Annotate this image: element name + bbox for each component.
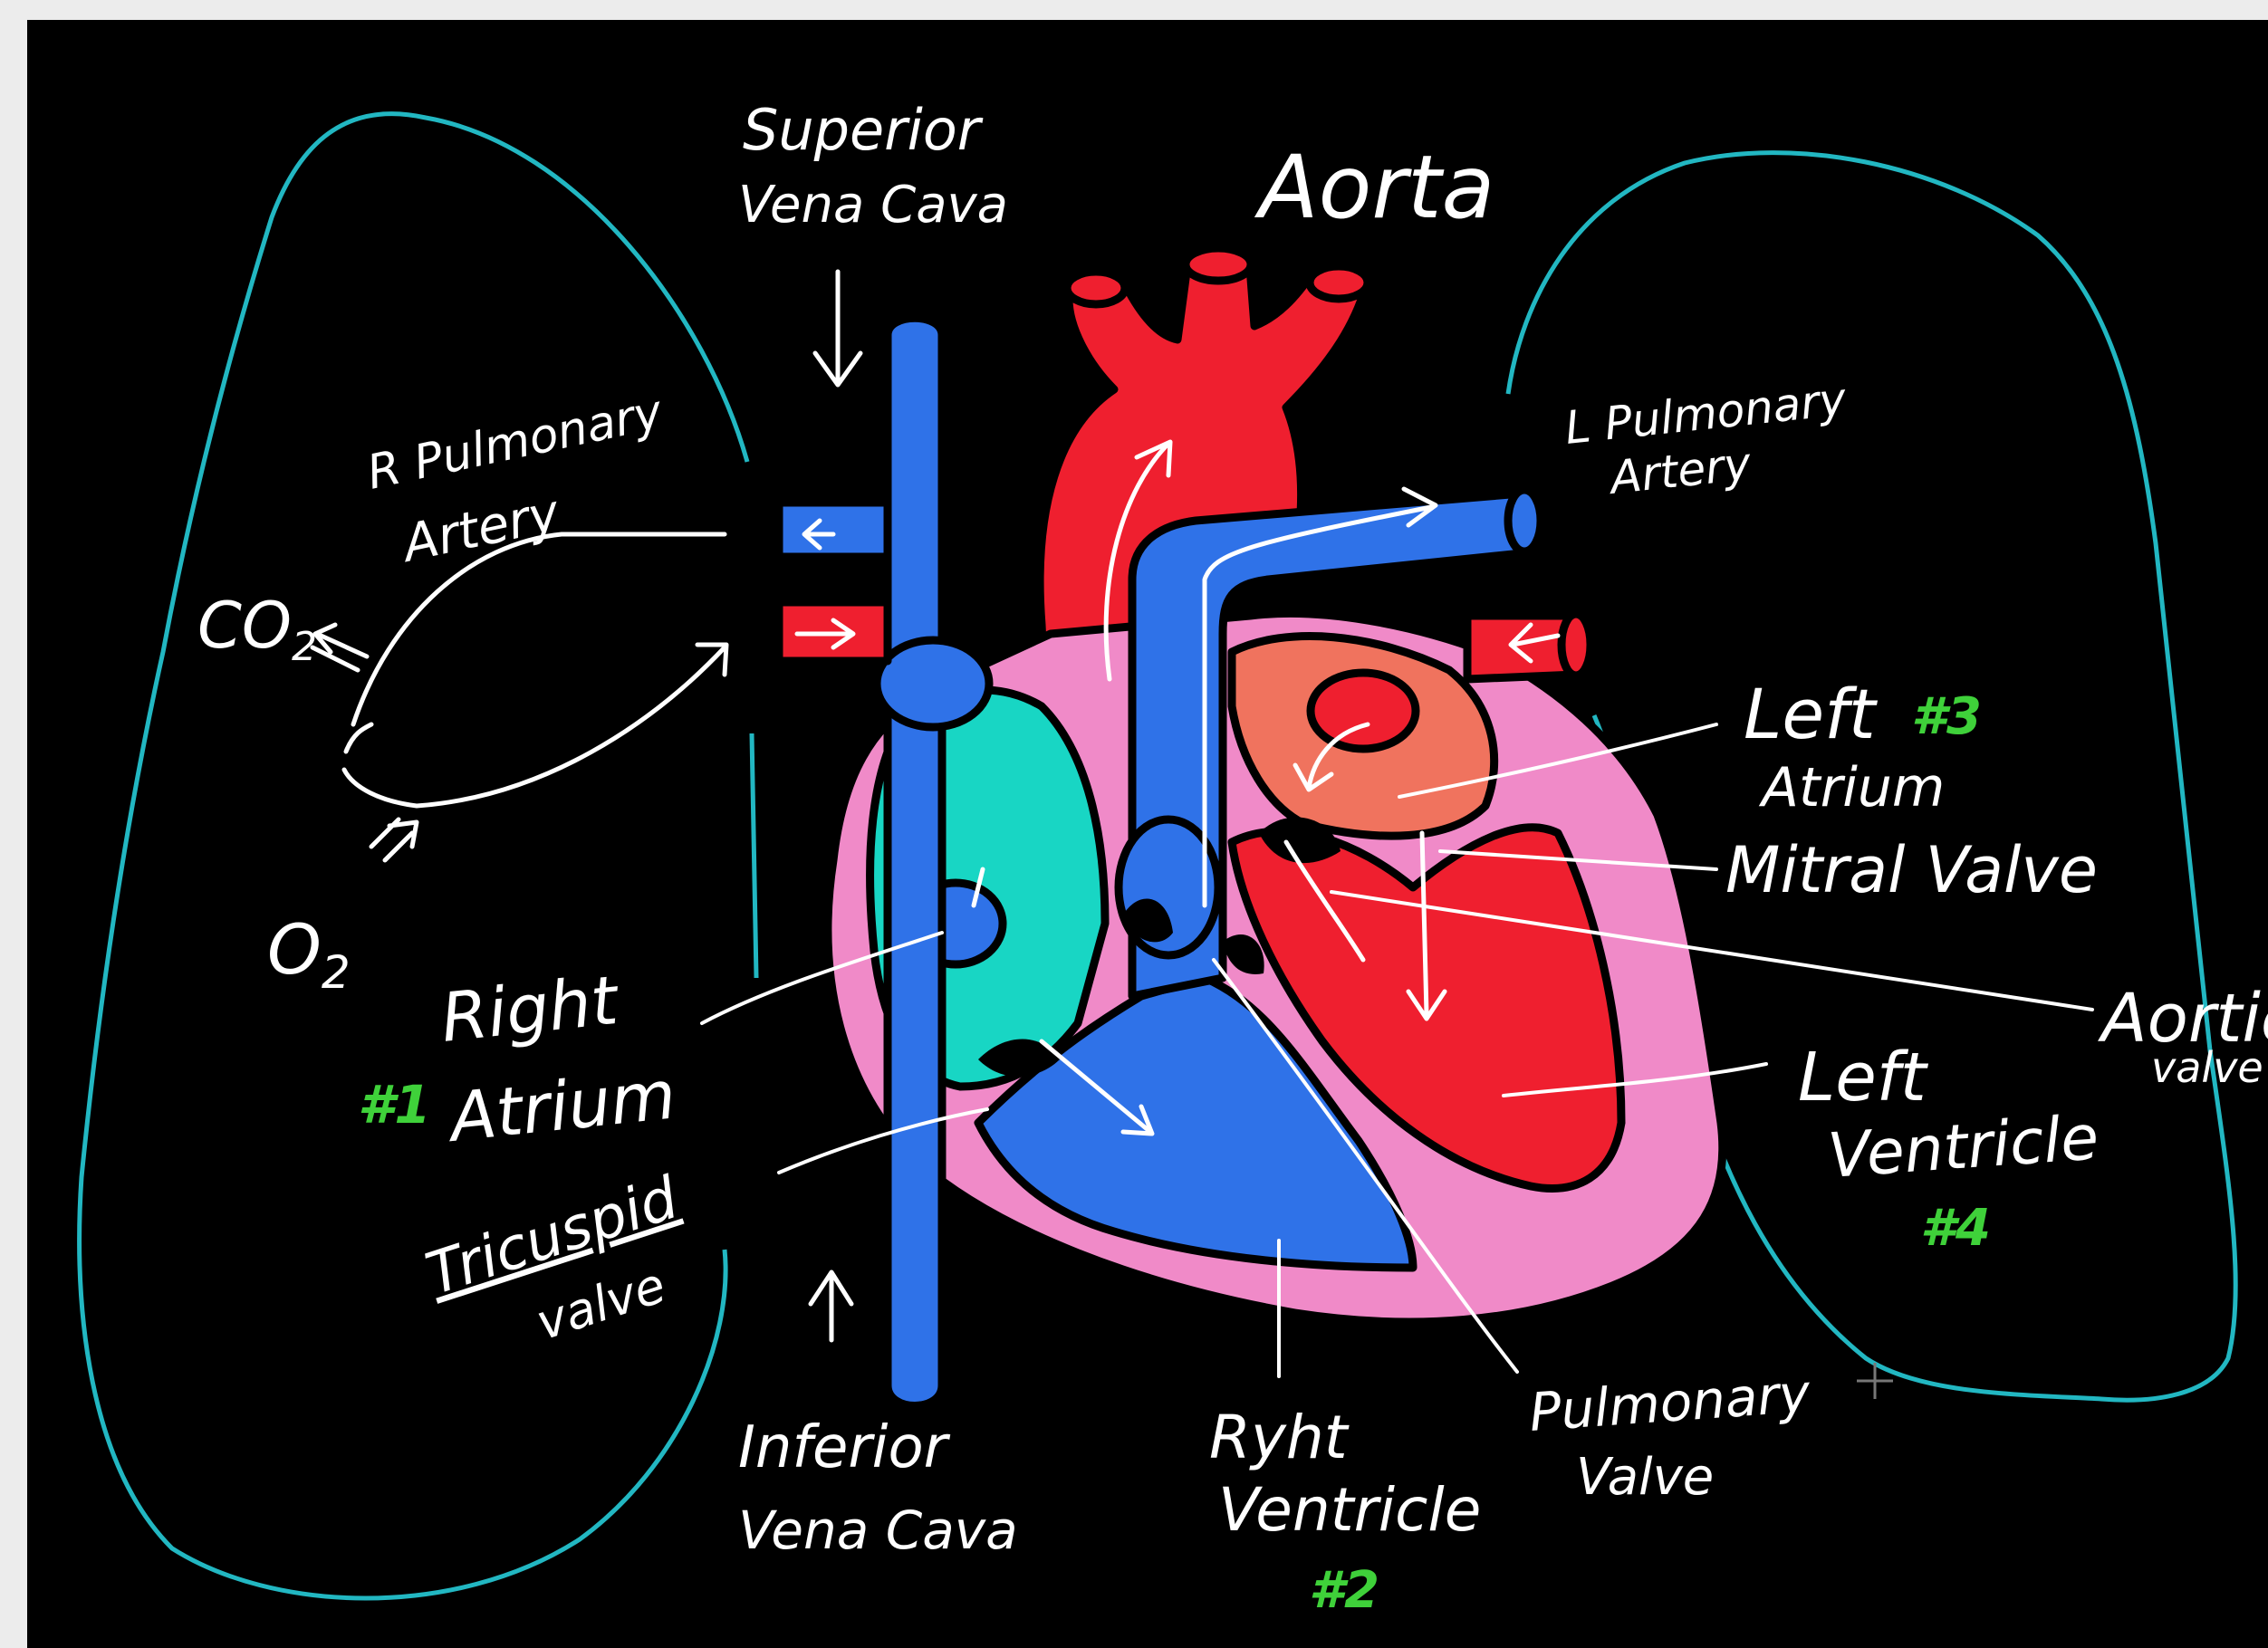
l-pulmonary-artery-end [1508, 490, 1541, 551]
ivc-label-line-1: Inferior [738, 1414, 951, 1481]
aortic-valve-label-line-2: valve [2151, 1043, 2263, 1092]
svc-label-line-2: Vena Cava [738, 176, 1008, 235]
o2-text: O [267, 909, 322, 990]
aorta-label: Aorta [1254, 137, 1494, 238]
ivc-label-line-2: Vena Cava [738, 1499, 1018, 1561]
aorta-branch-1 [1067, 272, 1125, 304]
step-4-label: #4 [1920, 1199, 1991, 1258]
svc-junction [877, 640, 989, 727]
vena-cava [888, 318, 942, 1405]
rv-label-line-2: Ventricle [1218, 1475, 1481, 1545]
step-1-label: #1 [358, 1074, 431, 1135]
o2-subscript: 2 [322, 946, 351, 999]
co2-subscript: 2 [292, 624, 317, 670]
rv-label-line-1: Ryht [1209, 1403, 1350, 1472]
step-2-label: #2 [1309, 1561, 1379, 1620]
co2-text: CO [197, 589, 292, 663]
l-pulmonary-vein-end [1562, 614, 1590, 675]
aorta-branch-2 [1186, 248, 1251, 281]
left-ventricle-label-line-1: Left [1798, 1039, 1929, 1116]
r-pulmonary-artery [779, 503, 888, 557]
mitral-valve-label: Mitral Valve [1725, 833, 2098, 907]
step-3-label: #3 [1911, 687, 1982, 746]
aorta-branch-3 [1310, 266, 1368, 299]
pulmonary-valve-label-line-2: Valve [1576, 1448, 1714, 1507]
svc-label-line-1: Superior [743, 97, 984, 163]
pulmonary-vein-opening [1311, 673, 1416, 749]
left-atrium-label-line-1: Left [1744, 674, 1879, 754]
left-atrium-label-line-2: Atrium [1758, 756, 1945, 819]
